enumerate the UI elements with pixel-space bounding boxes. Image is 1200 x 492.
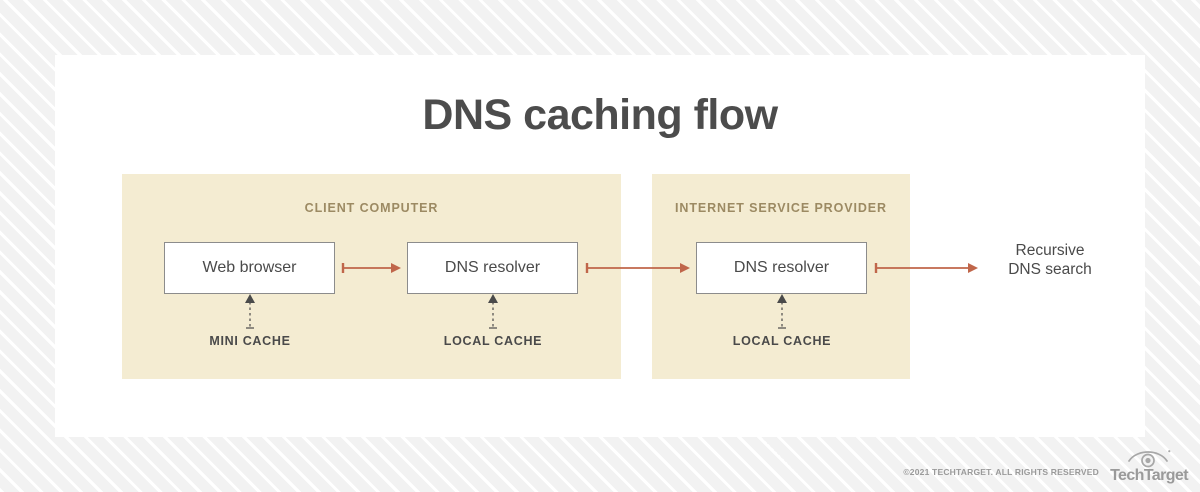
eye-icon [1128, 450, 1171, 468]
arrow-browser-to-resolver-icon [341, 261, 401, 275]
node-client-dns-resolver-label: DNS resolver [444, 259, 541, 276]
footer: ©2021 TECHTARGET. ALL RIGHTS RESERVED Te… [903, 448, 1190, 484]
cache-isp-local-cache: LOCAL CACHE [702, 294, 862, 348]
dashed-arrow-up-icon [702, 294, 862, 332]
copyright-text: ©2021 TECHTARGET. ALL RIGHTS RESERVED [903, 467, 1099, 477]
dashed-arrow-up-icon [413, 294, 573, 332]
node-web-browser-label: Web browser [202, 259, 297, 276]
recursive-dns-search-line2: DNS search [1008, 261, 1092, 278]
panel-label-internet-service-provider: INTERNET SERVICE PROVIDER [675, 201, 887, 215]
node-isp-dns-resolver: DNS resolver [696, 242, 867, 294]
cache-label-mini-cache: MINI CACHE [209, 334, 291, 348]
techtarget-wordmark: TechTarget [1110, 467, 1188, 484]
cache-label-isp-local-cache: LOCAL CACHE [732, 334, 832, 348]
cache-mini-cache: MINI CACHE [170, 294, 330, 348]
node-client-dns-resolver: DNS resolver [407, 242, 578, 294]
node-isp-dns-resolver-label: DNS resolver [733, 259, 830, 276]
node-web-browser: Web browser [164, 242, 335, 294]
page-title: DNS caching flow [422, 91, 778, 139]
techtarget-logo: TechTarget [1108, 448, 1190, 484]
recursive-dns-search-line1: Recursive [1015, 242, 1085, 259]
panel-label-client-computer: CLIENT COMPUTER [304, 201, 439, 215]
dashed-arrow-up-icon [170, 294, 330, 332]
arrow-resolver-to-isp-icon [585, 261, 690, 275]
content-card: DNS caching flow CLIENT COMPUTER INTERNE… [55, 55, 1145, 437]
arrow-isp-to-recursive-search-icon [874, 261, 978, 275]
cache-client-local-cache: LOCAL CACHE [413, 294, 573, 348]
recursive-dns-search-label: Recursive DNS search [975, 241, 1125, 279]
cache-label-client-local-cache: LOCAL CACHE [443, 334, 543, 348]
